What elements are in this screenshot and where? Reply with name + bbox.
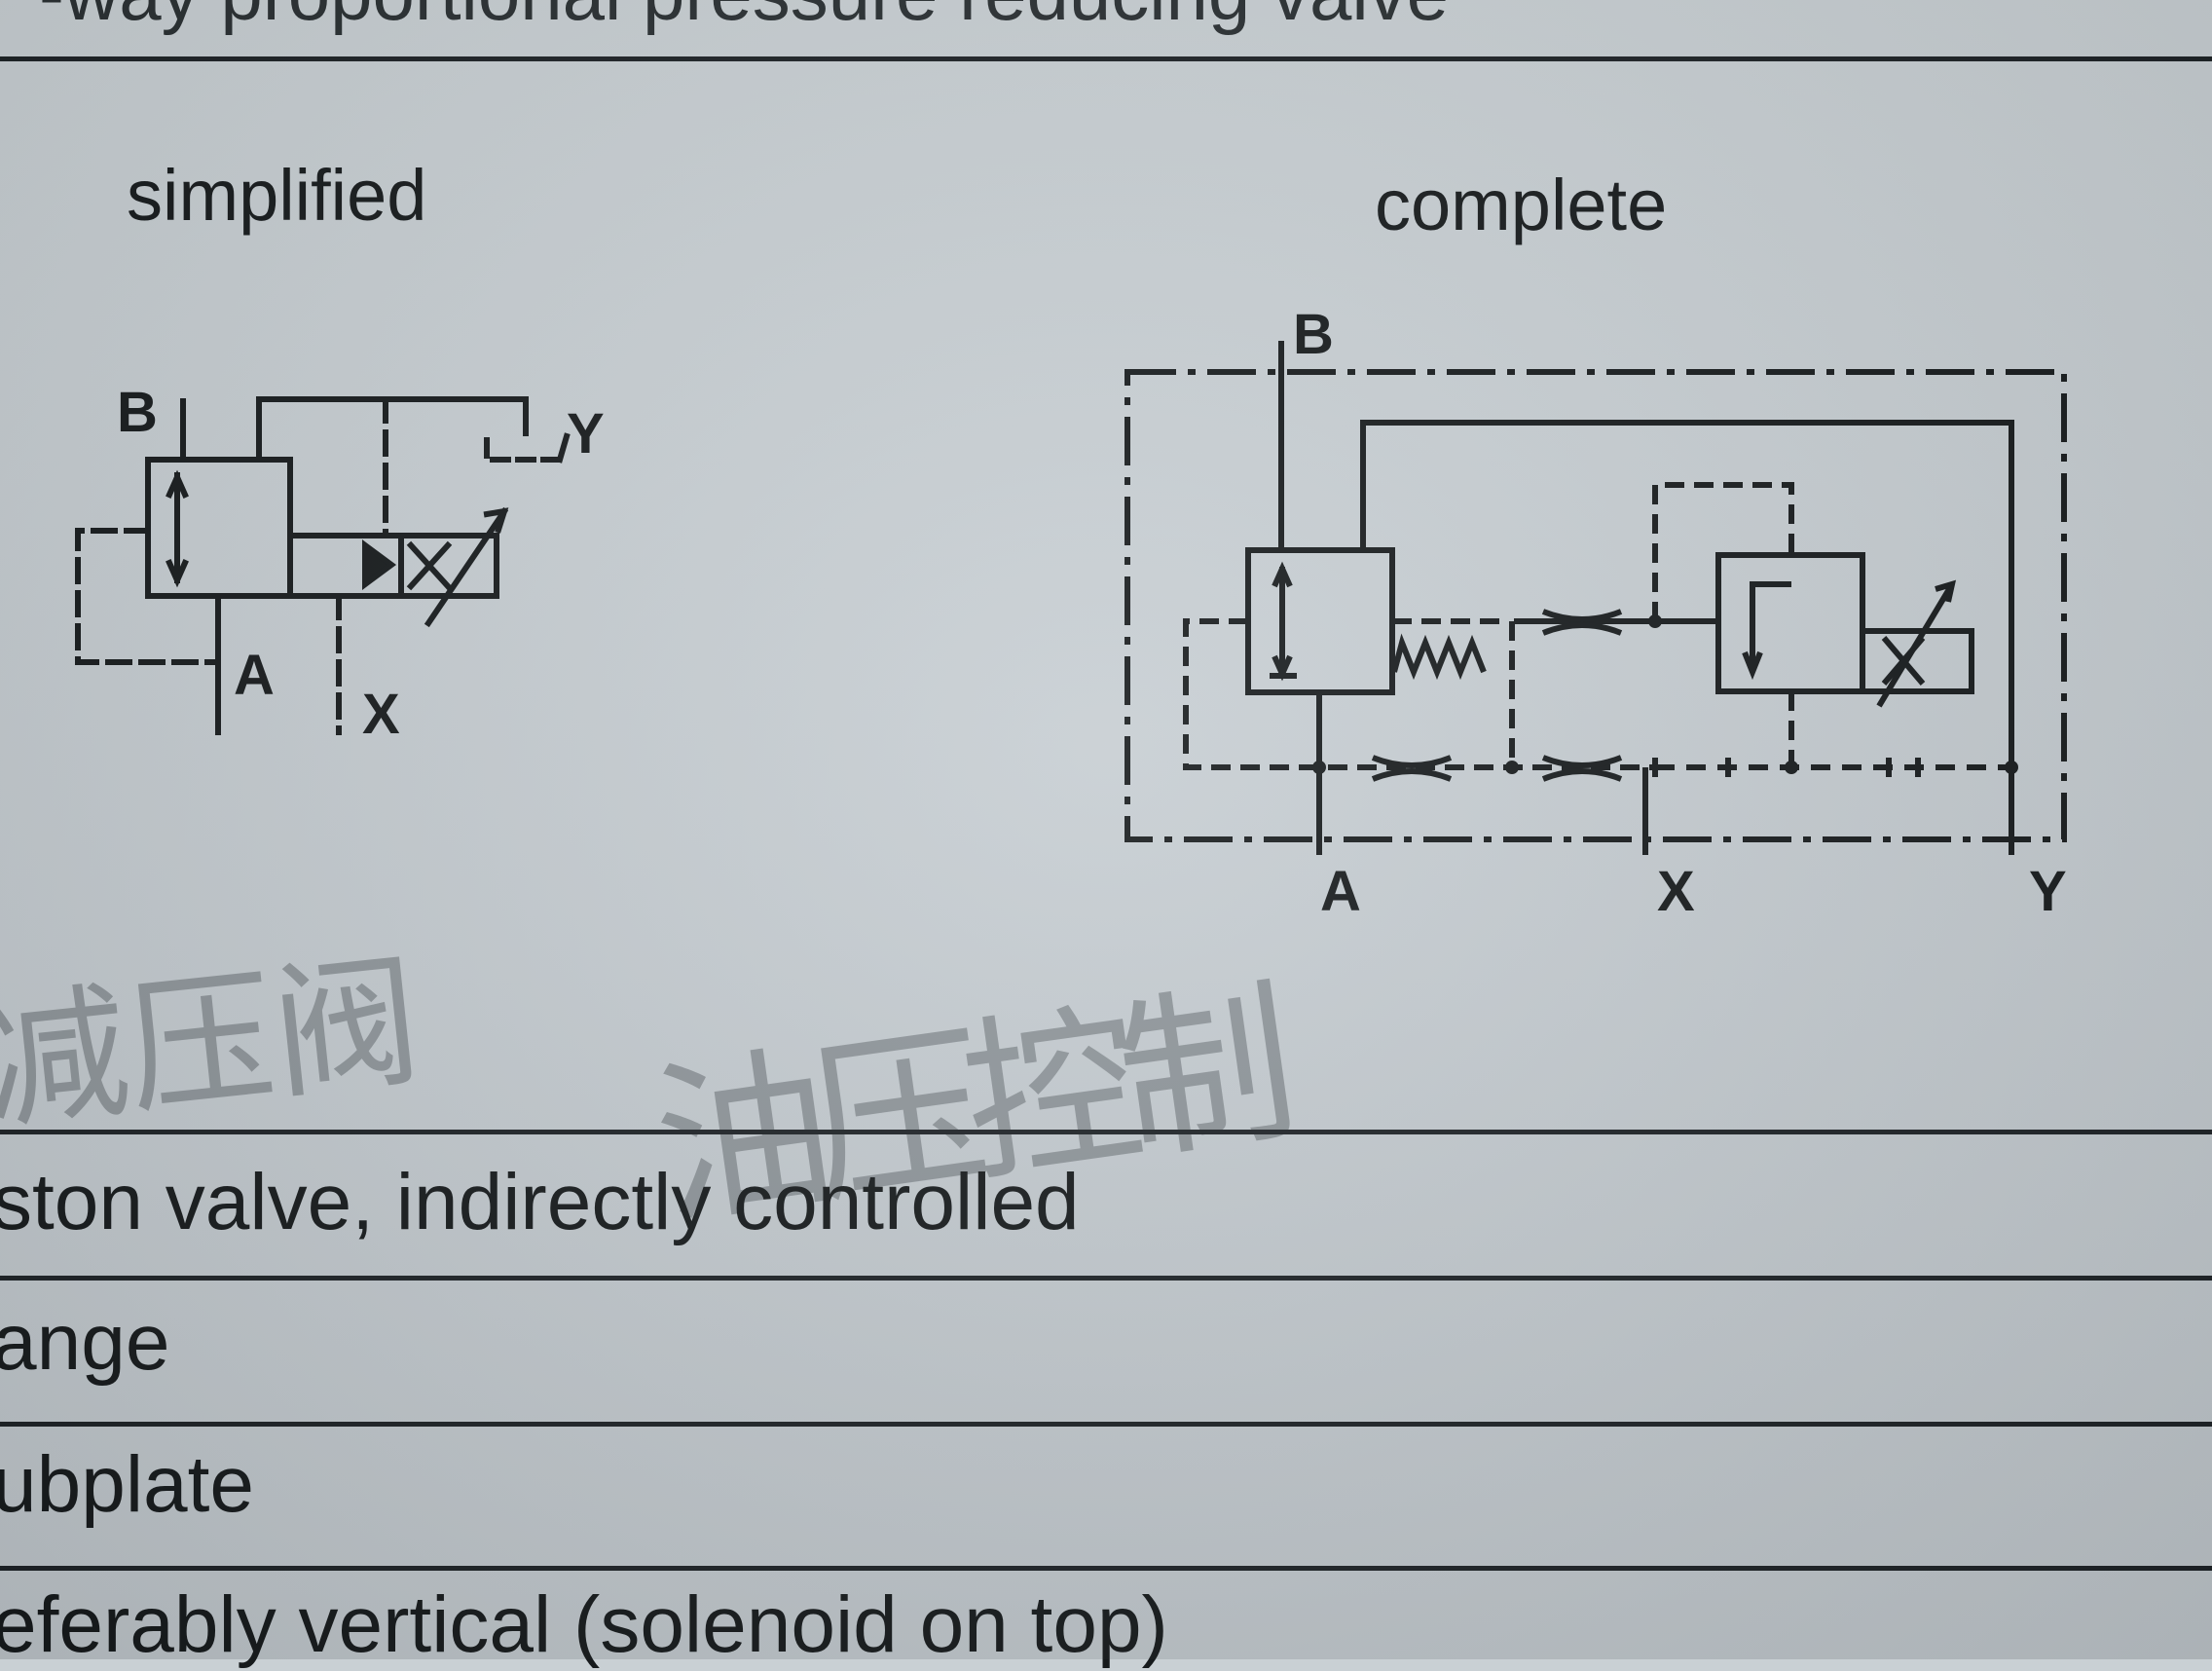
complete-pilot-valve (1715, 552, 1865, 694)
table-row-text: ston valve, indirectly controlled (0, 1158, 1080, 1246)
port-label-x-complete: X (1657, 860, 1695, 923)
simplified-pilot-box (287, 533, 499, 599)
port-label-y-simplified: Y (567, 402, 605, 465)
divider-top (0, 56, 2212, 61)
port-label-b-complete: B (1293, 303, 1334, 366)
divider-row-2 (0, 1276, 2212, 1281)
document-heading: -way proportional pressure reducing valv… (39, 0, 1449, 38)
table-row-text: eferably vertical (solenoid on top) (0, 1580, 1168, 1669)
label-complete: complete (1375, 165, 1668, 245)
port-label-y-complete: Y (2029, 860, 2067, 923)
divider-row-1 (0, 1130, 2212, 1134)
table-row-text: ange (0, 1298, 170, 1387)
port-label-a-simplified: A (234, 644, 275, 707)
table-row-text: ubplate (0, 1440, 255, 1529)
complete-solenoid (1860, 628, 1974, 694)
complete-boundary (1124, 369, 2067, 842)
port-label-x-simplified: X (362, 683, 400, 746)
label-simplified: simplified (127, 155, 427, 236)
port-label-b-simplified: B (117, 381, 158, 444)
divider-row-4 (0, 1566, 2212, 1571)
divider-row-3 (0, 1422, 2212, 1427)
complete-main-valve (1245, 547, 1395, 695)
port-label-a-complete: A (1320, 860, 1361, 923)
